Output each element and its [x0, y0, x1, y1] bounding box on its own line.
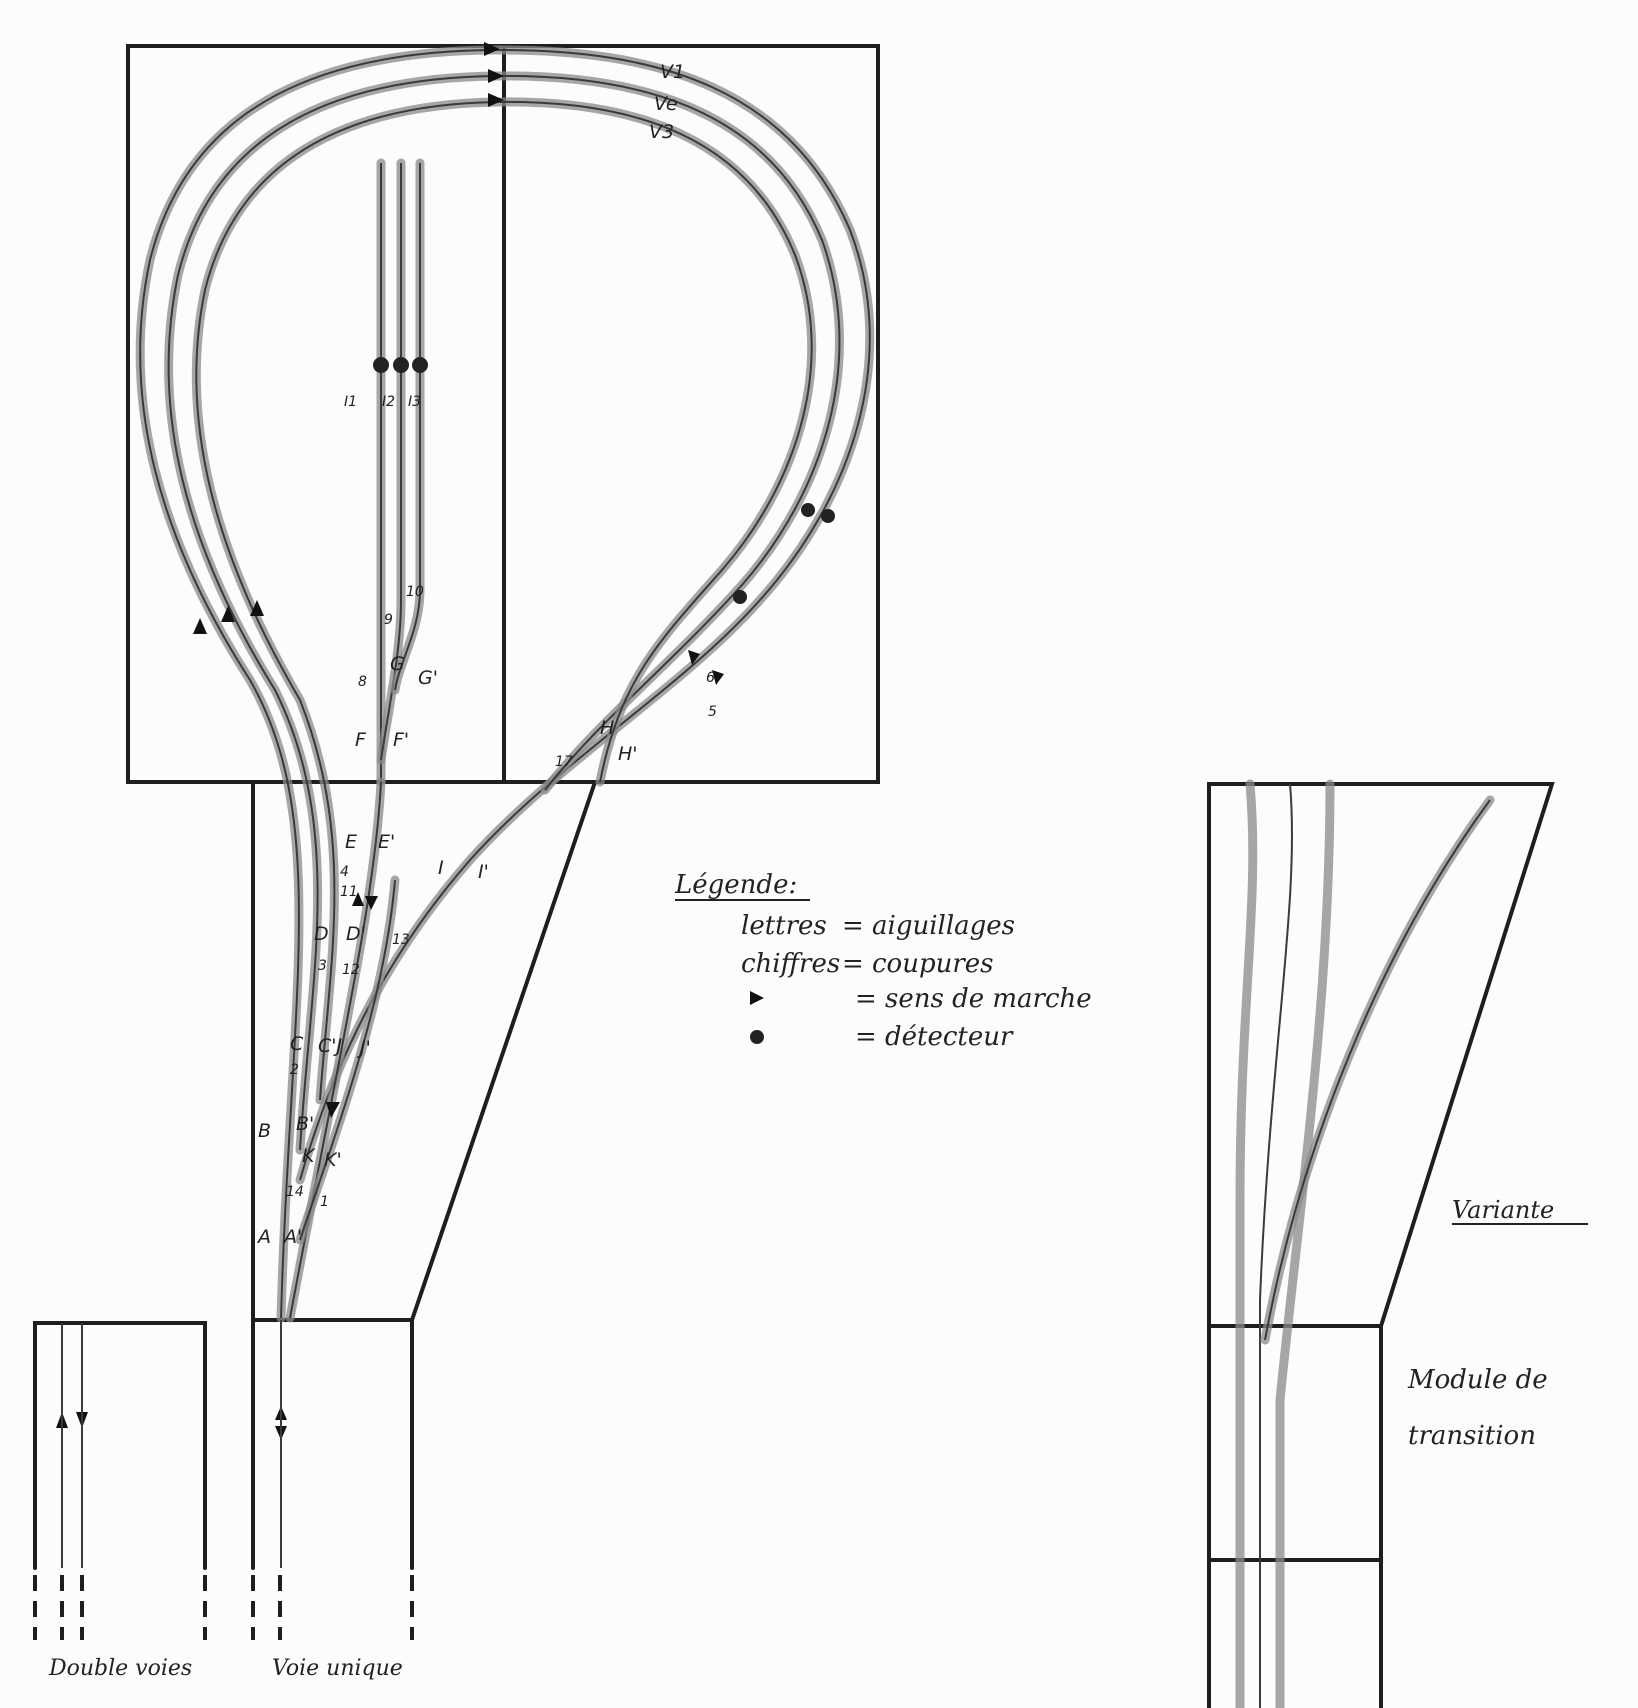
- arrow-up-icon: [193, 618, 207, 634]
- arrow-down-icon: [712, 670, 724, 685]
- legend-eq: =: [842, 911, 864, 941]
- arrow-down-icon: [688, 650, 700, 665]
- arrow-up-icon: [250, 600, 264, 616]
- legend-arrow-icon: [750, 991, 764, 1005]
- cut-label: 2: [290, 1062, 299, 1078]
- arrow-down-icon: [326, 1102, 340, 1118]
- cut-label: 11: [340, 884, 358, 900]
- legend: Légende: lettres = aiguillages chiffres …: [674, 870, 1092, 1052]
- cut-label: 14: [286, 1184, 304, 1200]
- track-label-v2: Ve: [654, 93, 678, 115]
- legend-value: sens de marche: [885, 984, 1092, 1014]
- switch-label: C: [290, 1033, 304, 1055]
- baseboard-frames: [33, 44, 1555, 1708]
- switch-label: K': [324, 1149, 342, 1171]
- detector-dot-icon: [801, 503, 815, 517]
- arrow-right-icon: [488, 69, 504, 83]
- variante-module-frame: [1207, 782, 1555, 1708]
- switch-label: F': [393, 729, 409, 751]
- detector-dot-icon: [821, 509, 835, 523]
- caption-variante: Variante: [1452, 1196, 1554, 1224]
- loop-tracks: [135, 45, 875, 1323]
- arrow-up-icon: [352, 892, 364, 906]
- arrow-right-icon: [484, 42, 500, 56]
- switch-label: I: [438, 857, 444, 879]
- switch-label: H': [618, 743, 638, 765]
- caption-double-track: Double voies: [48, 1656, 192, 1681]
- switch-label: E: [345, 831, 357, 853]
- switch-label: B: [258, 1120, 271, 1142]
- switch-label: C'J: [318, 1035, 342, 1057]
- arrow-up-icon: [221, 606, 235, 622]
- detector-dot-icon: [733, 590, 747, 604]
- cut-label: 1: [320, 1194, 329, 1210]
- switch-label: A': [282, 1226, 302, 1248]
- trapezoid-module: [251, 780, 598, 1322]
- cut-label: 17: [555, 754, 573, 770]
- legend-value: aiguillages: [872, 911, 1015, 941]
- arrow-right-icon: [488, 93, 504, 107]
- switch-label: H: [600, 717, 614, 739]
- detector-dot-icon: [393, 357, 409, 373]
- cut-label: 10: [406, 584, 424, 600]
- detector-label: I3: [408, 394, 421, 410]
- track-label-v1: V1: [660, 61, 685, 83]
- module-tracks: [61, 779, 1495, 1708]
- cut-label: 5: [708, 704, 717, 720]
- legend-key: lettres: [741, 911, 827, 941]
- switch-label: D': [346, 923, 366, 945]
- caption-transition: transition: [1408, 1421, 1536, 1451]
- detector-label: I2: [382, 394, 395, 410]
- cut-label: 9: [384, 612, 393, 628]
- switch-label: D: [314, 923, 329, 945]
- single-track-module: [251, 1318, 414, 1570]
- switch-label: G: [390, 653, 405, 675]
- caption-single-track: Voie unique: [272, 1656, 403, 1681]
- captions: Double voies Voie unique Variante Module…: [48, 1196, 1588, 1681]
- cut-label: 13: [392, 932, 410, 948]
- switch-label: F: [355, 729, 367, 751]
- legend-title: Légende:: [674, 870, 797, 900]
- cut-label: 8: [358, 674, 367, 690]
- cut-label: 4: [340, 864, 349, 880]
- legend-eq: =: [855, 1022, 877, 1052]
- switch-label: J': [356, 1037, 371, 1059]
- detector-dot-icon: [412, 357, 428, 373]
- double-track-module: [33, 1321, 207, 1570]
- switch-label: I': [478, 861, 489, 883]
- detector-dot-icon: [373, 357, 389, 373]
- detectors: [373, 357, 835, 604]
- direction-arrows: [56, 42, 724, 1440]
- switch-label: E': [378, 831, 395, 853]
- track-label-v3: V3: [649, 121, 674, 143]
- switch-labels: G G' F F' H H' E E' I I' D D' C C'J J' B…: [256, 653, 638, 1248]
- switch-label: A: [256, 1226, 271, 1248]
- arrow-down-icon: [365, 896, 378, 910]
- legend-dot-icon: [750, 1030, 764, 1044]
- legend-eq: =: [842, 949, 864, 979]
- cut-labels: 10 9 8 17 6 5 4 11 13 3 12 2 14 1: [286, 584, 717, 1210]
- detector-label: I1: [344, 394, 357, 410]
- cut-label: 12: [342, 962, 360, 978]
- cut-label: 6: [706, 670, 715, 686]
- legend-key: chiffres: [741, 949, 840, 979]
- track-labels: V1 Ve V3 I1 I2 I3: [344, 61, 685, 410]
- legend-value: détecteur: [885, 1022, 1014, 1052]
- switch-label: B': [296, 1113, 314, 1135]
- legend-eq: =: [855, 984, 877, 1014]
- legend-value: coupures: [872, 949, 994, 979]
- switch-label: K: [302, 1145, 316, 1167]
- switch-label: G': [418, 667, 438, 689]
- cut-label: 3: [318, 958, 327, 974]
- caption-module: Module de: [1407, 1365, 1548, 1395]
